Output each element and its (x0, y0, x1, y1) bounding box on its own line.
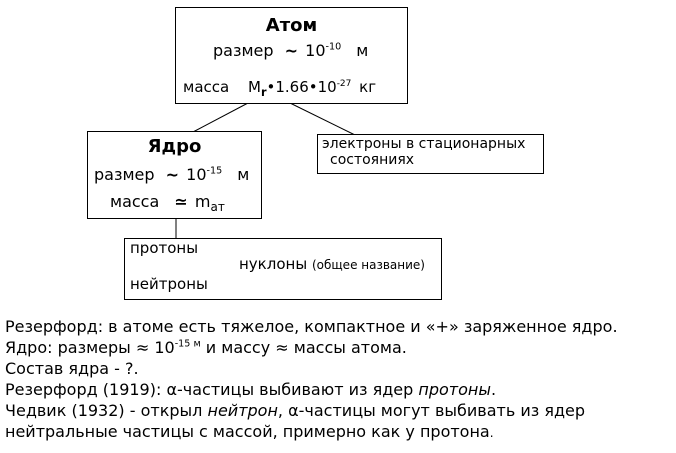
nucleus-mass: масса ≃ mат (110, 192, 225, 215)
atom-box: Атом размер ~ 10-10 м масса Mr•1.66•10-2… (175, 7, 408, 104)
nucleus-box: Ядро размер ~ 10-15 м масса ≃ mат (87, 131, 262, 219)
text-line-4: Резерфорд (1919): α-частицы выбивают из … (5, 379, 618, 400)
text-line-2: Ядро: размеры ≈ 10-15 м и массу ≈ массы … (5, 337, 618, 358)
atom-electrons-connector (289, 102, 356, 136)
text-line-6: нейтральные частицы с массой, примерно к… (5, 421, 618, 444)
nucleus-mass-approx: ≃ (174, 192, 188, 211)
nucleus-mass-sub: ат (210, 200, 225, 215)
atom-size: размер ~ 10-10 м (213, 41, 368, 60)
nucleons-label: нуклоны (общее название) (239, 255, 425, 273)
text-line-6-a: нейтральные частицы с массой, примерно к… (5, 422, 490, 441)
text-line-2-a: Ядро: размеры ≈ 10 (5, 338, 175, 357)
text-line-1: Резерфорд: в атоме есть тяжелое, компакт… (5, 317, 618, 336)
atom-nucleus-connector (192, 102, 249, 133)
nucleus-size-unit: м (237, 165, 250, 184)
atom-size-base: 10 (305, 41, 326, 60)
nucleus-size-exp: -15 (206, 165, 223, 177)
atom-size-approx: ~ (284, 41, 299, 60)
atom-mass-unit: кг (359, 78, 377, 96)
nucleus-size-base: 10 (186, 165, 207, 184)
electrons-box: электроны в стационарных состояниях (317, 134, 544, 174)
text-line-5-a: Чедвик (1932) - открыл (5, 401, 208, 420)
text-line-4-em: протоны (418, 380, 491, 399)
electrons-line2: состояниях (330, 152, 415, 168)
atom-mass-exp: -27 (336, 79, 352, 89)
atom-mass: масса Mr•1.66•10-27 кг (183, 78, 377, 99)
protons-label: протоны (130, 239, 199, 257)
text-line-3: Состав ядра - ?. (5, 359, 139, 378)
nucleus-mass-label: масса (110, 192, 160, 211)
nucleons-box: протоны нейтроны нуклоны (общее название… (124, 238, 442, 300)
text-line-5-b: , α-частицы могут выбивать из ядер (277, 401, 586, 420)
text-line-5-em: нейтрон (207, 401, 278, 420)
atom-mass-label: масса (183, 78, 230, 96)
nucleus-title: Ядро (147, 136, 202, 157)
text-line-6-b: . (489, 426, 494, 440)
text-line-4-a: Резерфорд (1919): α-частицы выбивают из … (5, 380, 419, 399)
atom-size-unit: м (356, 41, 369, 60)
atom-mass-symbol: M (247, 78, 261, 96)
atom-title: Атом (265, 15, 318, 36)
nucleus-mass-symbol: m (194, 192, 211, 211)
atom-size-label: размер (213, 41, 274, 60)
text-line-4-b: . (490, 380, 497, 399)
nucleons-note: (общее название) (311, 258, 425, 272)
atom-mass-expr: •1.66•10 (266, 78, 337, 96)
atom-mass-sub: r (260, 86, 267, 99)
electrons-line1: электроны в стационарных (322, 136, 526, 152)
atom-size-exp: -10 (325, 41, 342, 53)
nucleus-size-label: размер (94, 165, 155, 184)
nucleus-size: размер ~ 10-15 м (94, 165, 249, 184)
explanation-text: Резерфорд: в атоме есть тяжелое, компакт… (5, 316, 618, 444)
text-line-5: Чедвик (1932) - открыл нейтрон, α-частиц… (5, 400, 618, 421)
nucleus-size-approx: ~ (165, 165, 180, 184)
neutrons-label: нейтроны (130, 275, 208, 293)
text-line-2-b: и массу ≈ массы атома. (200, 338, 407, 357)
text-line-2-exp: -15 м (174, 338, 201, 350)
nucleons-name: нуклоны (239, 255, 308, 273)
